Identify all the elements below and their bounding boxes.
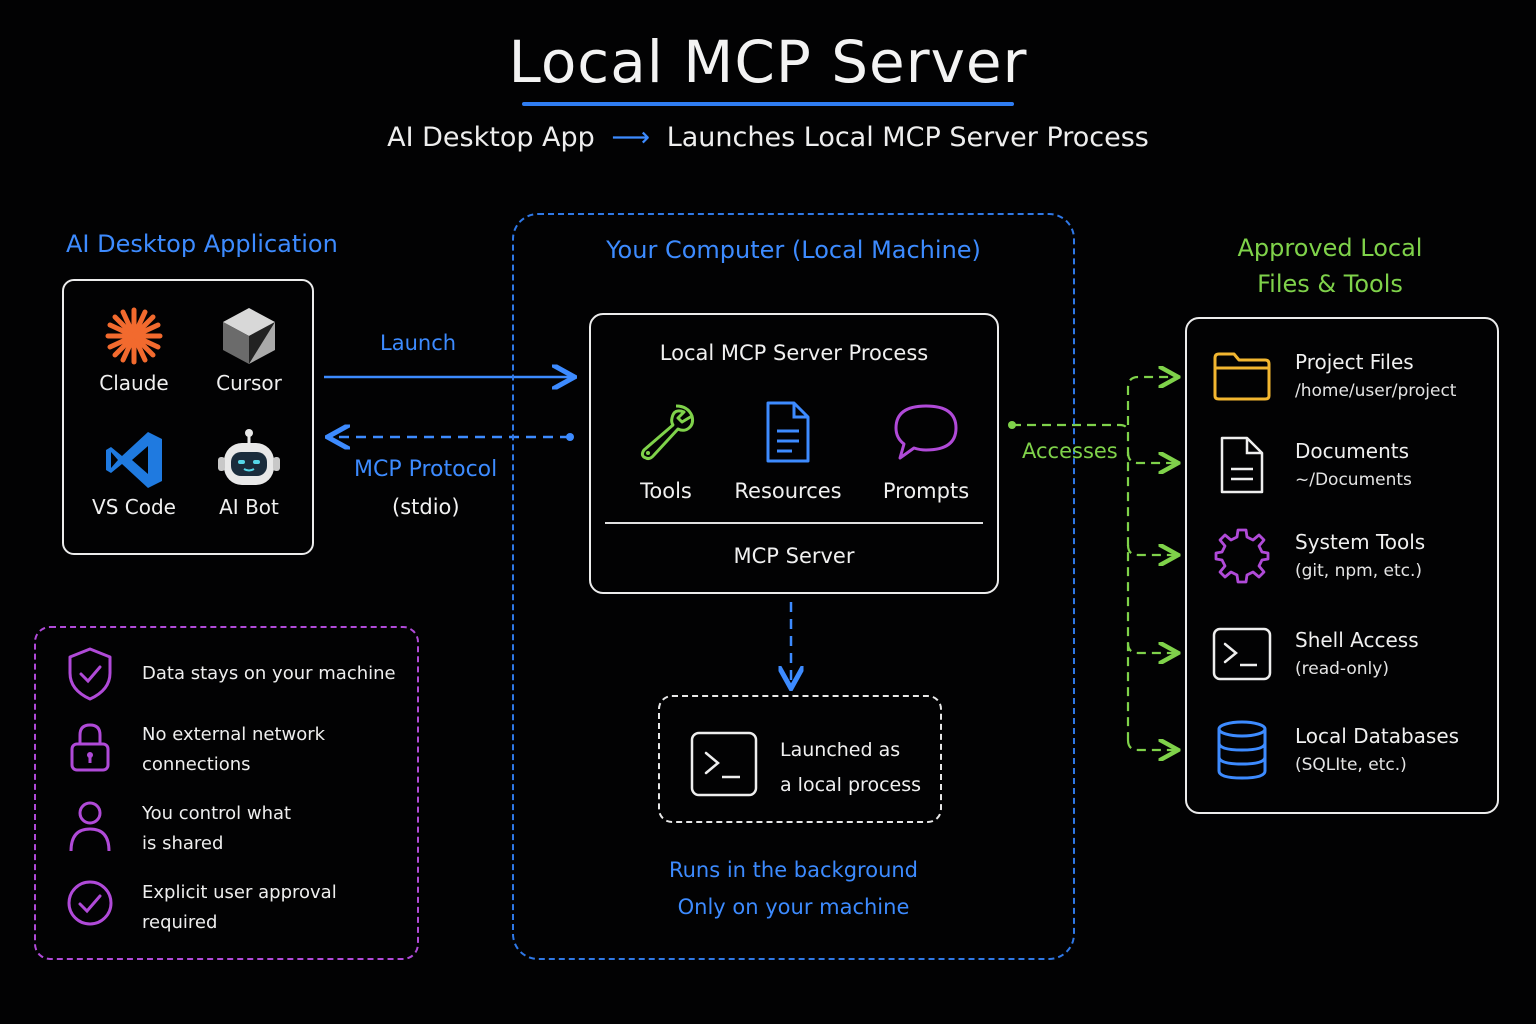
file-item-name: Local Databases <box>1295 724 1460 748</box>
file-item-name: System Tools <box>1295 530 1426 554</box>
background-line1: Runs in the background <box>668 858 919 882</box>
desktop-app-heading: AI Desktop Application <box>66 230 338 258</box>
privacy-line1: Explicit user approval <box>142 882 337 903</box>
cursor-cube-icon <box>189 303 309 369</box>
wrench-icon <box>601 397 731 467</box>
privacy-item: Data stays on your machine <box>66 646 406 706</box>
app-ai-bot: AI Bot <box>189 427 309 519</box>
server-item-tools: Tools <box>601 397 731 503</box>
background-note: Runs in the background Only on your mach… <box>512 852 1075 926</box>
app-cursor: Cursor <box>189 303 309 395</box>
server-item-name: Tools <box>640 479 692 503</box>
server-item-name: Prompts <box>882 479 970 503</box>
app-name: VS Code <box>92 495 176 519</box>
accesses-branch-1 <box>1126 377 1176 425</box>
app-name: Cursor <box>216 371 282 395</box>
privacy-line1: Data stays on your machine <box>142 663 396 684</box>
server-process-box: Local MCP Server Process Tools Resources <box>589 313 999 594</box>
terminal-icon <box>690 731 758 801</box>
user-icon <box>66 799 118 857</box>
accesses-branch-4 <box>1126 643 1176 653</box>
process-note-line2: a local process <box>780 774 922 796</box>
file-item-sub: (git, npm, etc.) <box>1295 561 1423 581</box>
file-item-name: Project Files <box>1295 350 1414 374</box>
app-claude: Claude <box>74 303 194 395</box>
subtitle-arrow-icon: ⟶ <box>611 122 651 153</box>
file-item-sub: ~/Documents <box>1295 470 1412 490</box>
terminal-icon <box>1211 627 1273 681</box>
local-process-box: Launched as a local process <box>658 695 942 823</box>
file-item-shell: Shell Access (read-only) <box>1211 625 1501 683</box>
protocol-dot <box>566 433 574 441</box>
robot-icon <box>189 427 309 493</box>
app-name: Claude <box>99 371 169 395</box>
process-note: Launched as a local process <box>780 733 921 803</box>
privacy-line1: No external network <box>142 724 326 745</box>
accesses-trunk <box>1012 423 1130 740</box>
server-item-prompts: Prompts <box>861 397 991 503</box>
server-item-name: Resources <box>734 479 842 503</box>
vscode-icon <box>74 427 194 493</box>
subtitle-from: AI Desktop App <box>387 122 595 153</box>
launch-label: Launch <box>380 331 457 355</box>
document-icon <box>723 397 853 467</box>
privacy-line2: required <box>142 912 218 933</box>
shield-check-icon <box>66 646 118 706</box>
file-item-sub: (SQLIte, etc.) <box>1295 755 1407 775</box>
approved-files-box: Project Files /home/user/project Documen… <box>1185 317 1499 814</box>
privacy-item: Explicit user approval required <box>66 878 406 938</box>
approved-heading-line1: Approved Local <box>1237 234 1423 262</box>
file-item-documents: Documents ~/Documents <box>1211 435 1501 495</box>
accesses-branch-5 <box>1126 740 1176 750</box>
protocol-sub-label: (stdio) <box>392 495 460 519</box>
file-item-databases: Local Databases (SQLIte, etc.) <box>1211 719 1501 781</box>
privacy-box: Data stays on your machine No external n… <box>34 626 419 960</box>
server-process-title: Local MCP Server Process <box>659 341 929 365</box>
server-item-resources: Resources <box>723 397 853 503</box>
approved-heading-line2: Files & Tools <box>1257 270 1403 298</box>
file-item-sub: (read-only) <box>1295 659 1389 679</box>
accesses-branch-3 <box>1126 545 1176 555</box>
approved-heading: Approved Local Files & Tools <box>1185 230 1475 302</box>
app-name: AI Bot <box>219 495 279 519</box>
process-note-line1: Launched as <box>780 739 901 761</box>
protocol-label: MCP Protocol <box>354 457 498 482</box>
database-icon <box>1211 719 1273 781</box>
accesses-label: Accesses <box>1022 439 1118 463</box>
claude-sunburst-icon <box>74 303 194 369</box>
file-item-name: Documents <box>1295 439 1410 463</box>
file-item-name: Shell Access <box>1295 628 1419 652</box>
check-circle-icon <box>66 878 118 932</box>
document-icon <box>1211 435 1273 495</box>
privacy-line1: You control what <box>142 803 292 824</box>
accesses-branch-2 <box>1126 451 1176 463</box>
privacy-item: No external network connections <box>66 720 406 780</box>
speech-bubble-icon <box>861 397 991 467</box>
privacy-item: You control what is shared <box>66 799 406 859</box>
subtitle: AI Desktop App ⟶ Launches Local MCP Serv… <box>0 122 1536 153</box>
privacy-line2: is shared <box>142 833 224 854</box>
file-item-project: Project Files /home/user/project <box>1211 347 1501 405</box>
file-item-sub: /home/user/project <box>1295 381 1457 401</box>
local-machine-heading: Your Computer (Local Machine) <box>606 236 981 264</box>
folder-icon <box>1211 350 1273 402</box>
subtitle-to: Launches Local MCP Server Process <box>666 122 1149 153</box>
title-underline <box>522 102 1014 106</box>
app-vscode: VS Code <box>74 427 194 519</box>
file-item-system-tools: System Tools (git, npm, etc.) <box>1211 527 1501 585</box>
local-machine-region <box>512 213 1075 960</box>
page-title: Local MCP Server <box>508 28 1028 96</box>
server-footer: MCP Server <box>733 544 855 568</box>
lock-icon <box>66 720 118 778</box>
desktop-app-box: Claude Cursor VS Code <box>62 279 314 555</box>
privacy-line2: connections <box>142 754 251 775</box>
background-line2: Only on your machine <box>677 895 910 919</box>
gear-icon <box>1211 527 1273 585</box>
